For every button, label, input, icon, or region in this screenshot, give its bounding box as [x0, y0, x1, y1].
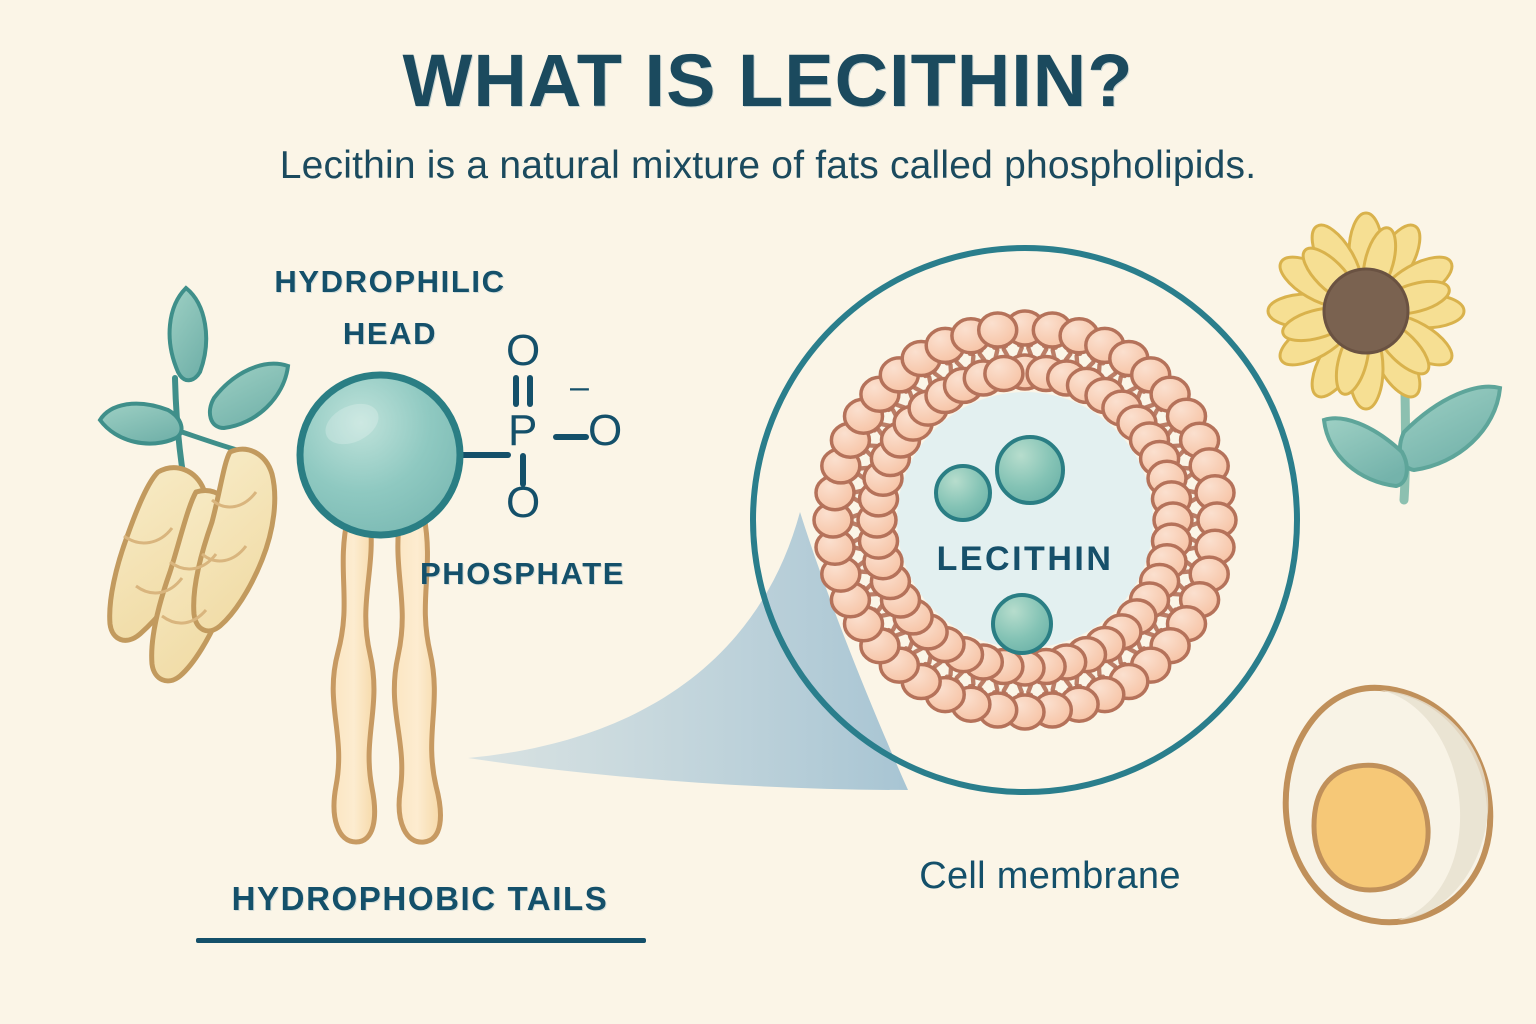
page-subtitle: Lecithin is a natural mixture of fats ca… [279, 144, 1257, 187]
lipid-tail [1085, 670, 1096, 680]
lipid-tail [954, 670, 965, 680]
lipid-tail [1016, 345, 1024, 358]
lecithin-core-spheres [934, 435, 1065, 655]
label-hydrophilic-head-line1: HYDROPHILIC [274, 264, 506, 299]
lipid-tail [1040, 682, 1049, 693]
sunflower-center [1322, 267, 1410, 355]
halved-egg-illustration [1282, 684, 1494, 926]
label-phosphate: PHOSPHATE [420, 556, 626, 591]
soybean-pods-illustration [97, 285, 291, 684]
lipid-tail [977, 677, 987, 689]
chem-atom-oxygen-bottom: O [506, 478, 541, 527]
label-hydrophilic-head-line2: HEAD [342, 316, 438, 351]
phospholipid-molecule [296, 371, 511, 845]
lipid-tail [1016, 682, 1024, 695]
chem-atom-oxygen-right: O [588, 406, 623, 455]
phosphate-bonds [513, 375, 589, 487]
sunflower-illustration [1266, 211, 1503, 505]
label-cell-membrane: Cell membrane [919, 855, 1181, 897]
chem-atom-phosphorus: P [508, 406, 538, 455]
hydrophilic-head-sphere [296, 371, 464, 539]
label-hydrophobic-tails: HYDROPHOBIC TAILS [231, 880, 609, 917]
hydrophobic-tail-left [330, 513, 378, 845]
lipid-tail [954, 360, 965, 370]
lipid-tail [932, 371, 943, 381]
lipid-tail [1026, 345, 1034, 358]
chem-negative-charge: – [570, 368, 589, 406]
chem-atom-oxygen-top: O [506, 326, 541, 375]
magnifier-cone [468, 512, 908, 790]
lipid-tail [1040, 347, 1049, 358]
lipid-tail [977, 351, 987, 363]
cell-membrane-magnifier [750, 245, 1300, 795]
hydrophobic-tail-right [391, 513, 443, 845]
label-lecithin-core: LECITHIN [936, 540, 1114, 578]
label-hydrophilic-head: HYDROPHILIC HEAD [180, 256, 600, 360]
lipid-tail [1085, 360, 1096, 370]
lipid-tail [1001, 347, 1010, 358]
lipid-tail [1063, 351, 1073, 363]
liposome-lumen [897, 392, 1153, 648]
hydrophobic-tails-underline [196, 938, 646, 943]
lipid-tail [932, 659, 943, 669]
lipid-tail [1107, 659, 1118, 669]
lipid-tail [1026, 682, 1034, 695]
lipid-head [976, 311, 1019, 349]
page-title: WHAT IS LECITHIN? [402, 39, 1134, 122]
lipid-tail [1063, 677, 1073, 689]
magnifier-circle-outline [750, 245, 1300, 795]
phospholipid-bilayer [812, 309, 1238, 731]
lipid-head [983, 354, 1025, 393]
lipid-tail [1001, 682, 1010, 693]
egg-yolk [1311, 762, 1431, 893]
lipid-tail [1107, 371, 1118, 381]
